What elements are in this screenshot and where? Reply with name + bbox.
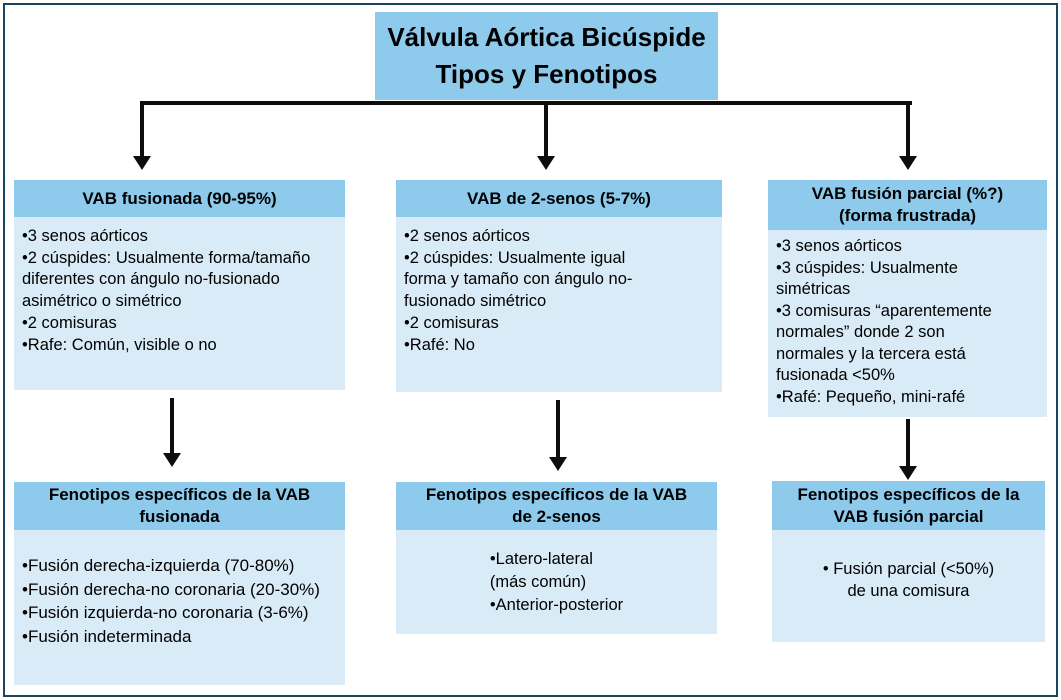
connector-horizontal-rail	[140, 101, 912, 105]
panel-vab-fusion-parcial-body: •3 senos aórticos •3 cúspides: Usualment…	[768, 230, 1047, 417]
panel-fenotipos-2-senos: Fenotipos específicos de la VAB de 2-sen…	[396, 482, 717, 634]
arrow-down-icon	[549, 457, 567, 471]
panel-vab-fusionada-header: VAB fusionada (90-95%)	[14, 180, 345, 217]
arrow-down-icon	[899, 156, 917, 170]
panel-fenotipos-fusionada: Fenotipos específicos de la VAB fusionad…	[14, 482, 345, 685]
arrow-down-icon	[163, 453, 181, 467]
connector-left-shaft	[140, 101, 144, 157]
panel-fenotipos-fusionada-header: Fenotipos específicos de la VAB fusionad…	[14, 482, 345, 530]
panel-vab-fusionada: VAB fusionada (90-95%) •3 senos aórticos…	[14, 180, 345, 390]
panel-fenotipos-2-senos-header: Fenotipos específicos de la VAB de 2-sen…	[396, 482, 717, 530]
panel-fenotipos-fusion-parcial-header: Fenotipos específicos de la VAB fusión p…	[772, 481, 1045, 530]
diagram-title: Válvula Aórtica Bicúspide Tipos y Fenoti…	[375, 12, 718, 100]
panel-vab-fusionada-body: •3 senos aórticos •2 cúspides: Usualment…	[14, 217, 345, 390]
connector-col2-shaft	[556, 400, 560, 458]
connector-right-shaft	[906, 101, 910, 157]
connector-col1-shaft	[170, 398, 174, 454]
connector-col3-shaft	[906, 419, 910, 467]
panel-fenotipos-fusion-parcial: Fenotipos específicos de la VAB fusión p…	[772, 481, 1045, 642]
arrow-down-icon	[133, 156, 151, 170]
panel-vab-fusion-parcial: VAB fusión parcial (%?) (forma frustrada…	[768, 180, 1047, 417]
arrow-down-icon	[537, 156, 555, 170]
connector-center-shaft	[544, 101, 548, 157]
panel-vab-fusion-parcial-header: VAB fusión parcial (%?) (forma frustrada…	[768, 180, 1047, 230]
panel-vab-2-senos: VAB de 2-senos (5-7%) •2 senos aórticos …	[396, 180, 722, 392]
arrow-down-icon	[899, 466, 917, 480]
outer-frame	[3, 3, 1058, 697]
panel-vab-2-senos-header: VAB de 2-senos (5-7%)	[396, 180, 722, 217]
panel-fenotipos-fusionada-body: •Fusión derecha-izquierda (70-80%) •Fusi…	[14, 530, 345, 685]
panel-fenotipos-fusion-parcial-body: • Fusión parcial (<50%) de una comisura	[772, 530, 1045, 642]
fenotipos-2-senos-list: •Latero-lateral (más común) •Anterior-po…	[489, 550, 624, 614]
panel-fenotipos-2-senos-body: •Latero-lateral (más común) •Anterior-po…	[396, 530, 717, 634]
panel-vab-2-senos-body: •2 senos aórticos •2 cúspides: Usualment…	[396, 217, 722, 392]
